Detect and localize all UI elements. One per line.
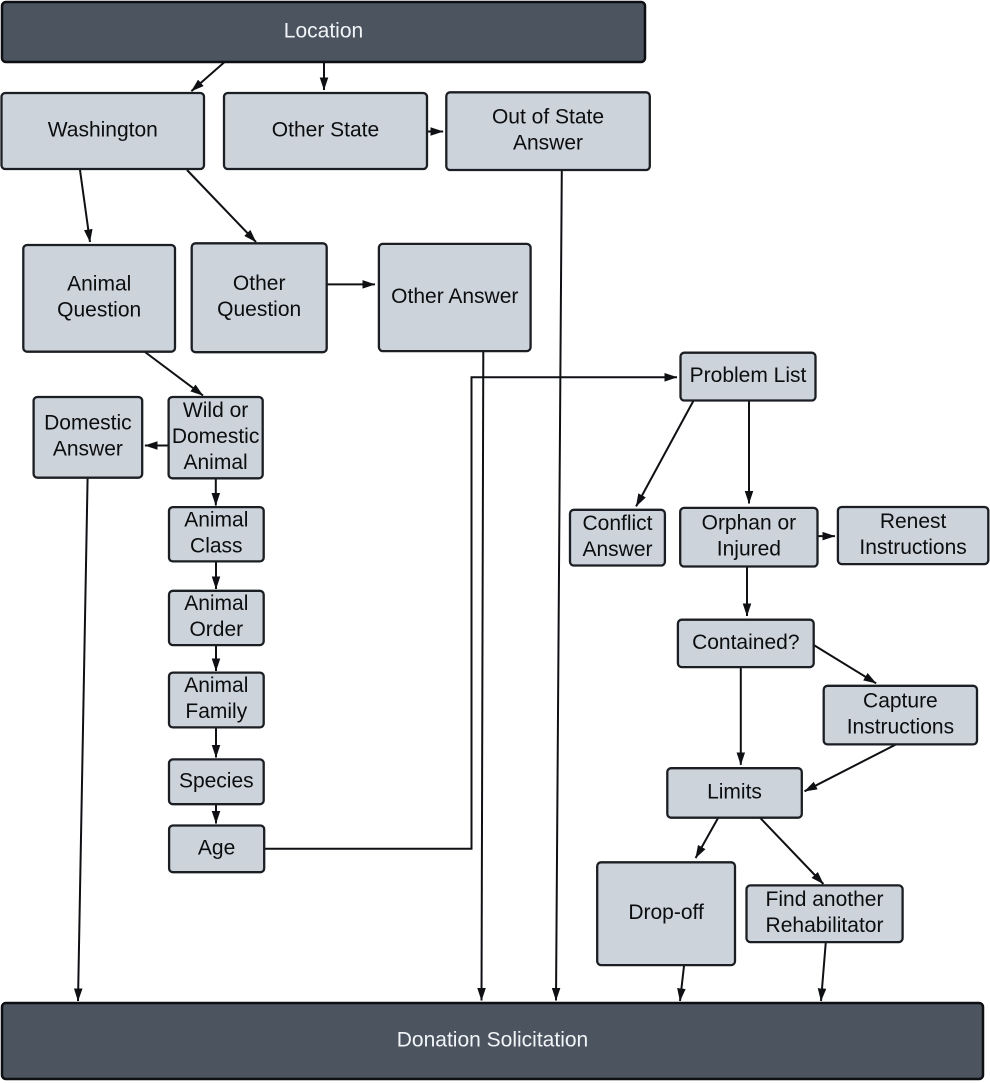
svg-text:Domestic: Domestic [44,412,132,435]
svg-text:Out of State: Out of State [492,105,604,128]
svg-text:Other Answer: Other Answer [391,285,518,308]
svg-text:Donation Solicitation: Donation Solicitation [397,1029,588,1052]
svg-text:Problem List: Problem List [690,364,807,387]
svg-text:Rehabilitator: Rehabilitator [766,914,884,937]
svg-text:Drop-off: Drop-off [628,901,704,924]
svg-text:Animal: Animal [183,451,247,474]
svg-text:Instructions: Instructions [859,536,966,559]
svg-text:Animal: Animal [184,509,248,532]
svg-text:Question: Question [217,298,301,321]
svg-text:Domestic: Domestic [172,425,260,448]
svg-text:Question: Question [57,299,141,322]
svg-text:Animal: Animal [184,674,248,697]
svg-text:Answer: Answer [53,438,123,461]
svg-text:Contained?: Contained? [692,631,799,654]
svg-text:Species: Species [179,769,254,792]
svg-text:Family: Family [185,700,247,723]
svg-text:Instructions: Instructions [847,715,954,738]
svg-text:Washington: Washington [48,119,158,142]
svg-text:Animal: Animal [184,592,248,615]
svg-text:Other: Other [233,272,286,295]
svg-text:Class: Class [190,535,243,558]
svg-text:Renest: Renest [880,510,947,533]
svg-text:Conflict: Conflict [582,512,652,535]
svg-text:Orphan or: Orphan or [702,511,797,534]
svg-text:Location: Location [284,20,363,43]
svg-text:Capture: Capture [863,689,938,712]
svg-text:Age: Age [198,836,235,859]
svg-text:Answer: Answer [513,131,583,154]
svg-text:Wild or: Wild or [183,399,248,422]
svg-text:Injured: Injured [717,537,781,560]
svg-text:Answer: Answer [582,538,652,561]
svg-text:Find another: Find another [766,888,884,911]
svg-text:Animal: Animal [67,273,131,296]
svg-text:Other State: Other State [272,119,379,142]
svg-text:Order: Order [189,618,243,641]
svg-text:Limits: Limits [707,781,762,804]
